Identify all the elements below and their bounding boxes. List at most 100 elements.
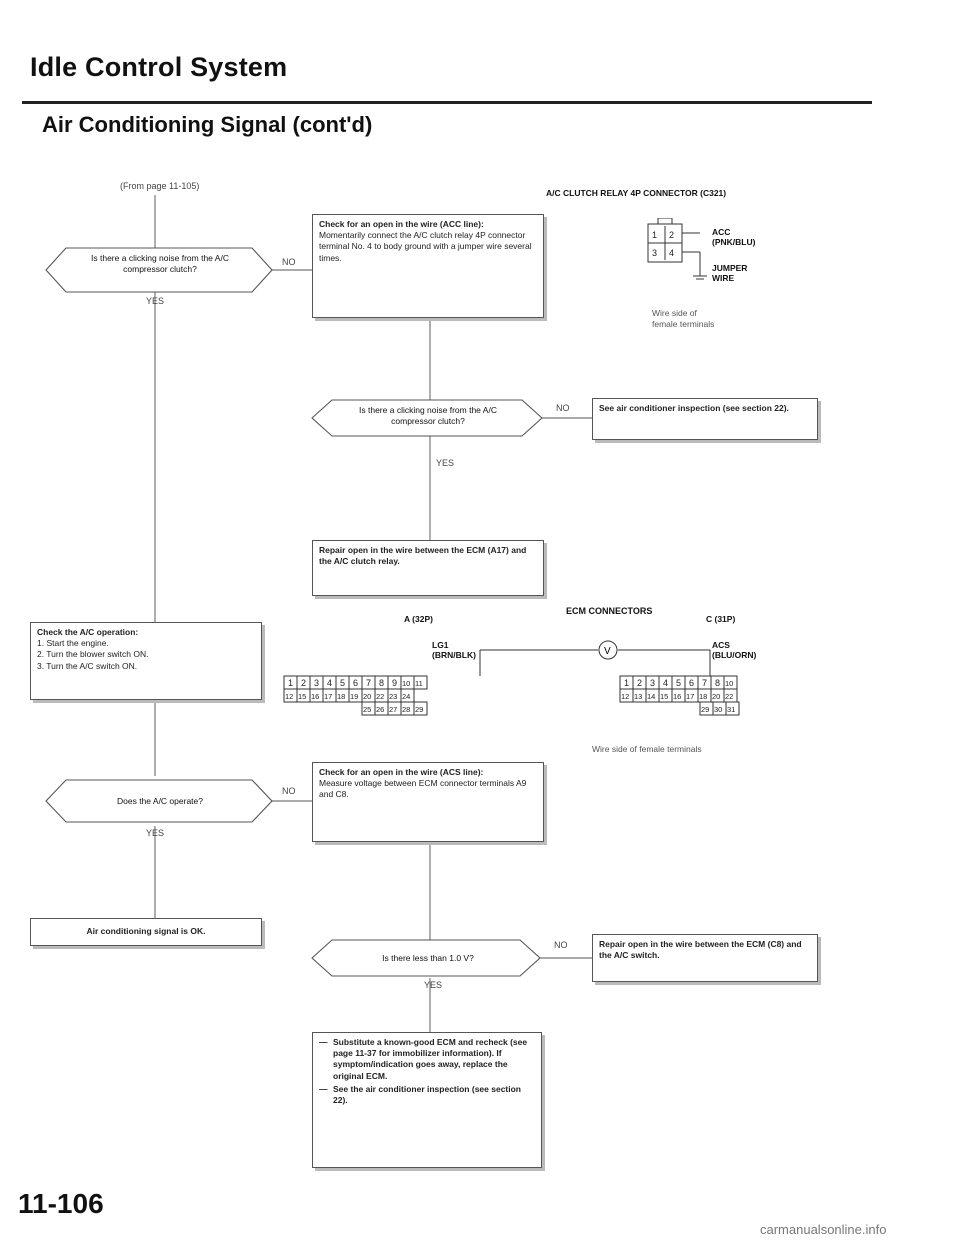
ecm-a-label-2: 2: [301, 678, 306, 688]
ecm-a-label-15: 15: [298, 692, 306, 701]
repair-c8-box: Repair open in the wire between the ECM …: [592, 934, 818, 982]
decision-q3: [45, 779, 273, 823]
q4-yes-label: YES: [424, 980, 443, 990]
ecm-a-label-16: 16: [311, 692, 319, 701]
ac-op-heading: Check the A/C operation:: [37, 627, 139, 637]
acs-line-check-box: Check for an open in the wire (ACS line)…: [312, 762, 544, 842]
ecm-a-label-25: 25: [363, 705, 371, 714]
ecm-c-label-6: 6: [689, 678, 694, 688]
q4-text: Is there less than 1.0 V?: [382, 953, 474, 963]
ecm-c-label-17: 17: [686, 692, 694, 701]
ecm-a-label-7: 7: [366, 678, 371, 688]
acs-check-body: Measure voltage between ECM connector te…: [319, 778, 527, 800]
ecm-c-label-31: 31: [727, 705, 735, 714]
acs-label: ACS (BLU/ORN): [712, 640, 757, 660]
q4-no-label: NO: [554, 940, 568, 950]
ecm-a-label-23: 23: [389, 692, 397, 701]
title-divider: [22, 101, 872, 104]
ecm-c-cell-31: [725, 701, 740, 716]
ecm-a-label-22: 22: [376, 692, 384, 701]
lg1-label: LG1 (BRN/BLK): [432, 640, 476, 660]
ecm-c-label-1: 1: [624, 678, 629, 688]
ecm-c-label-22: 22: [725, 692, 733, 701]
relay-jumper-label: JUMPER WIRE: [712, 263, 748, 283]
ecm-a-label-11: 11: [415, 679, 423, 688]
ecm-caption: Wire side of female terminals: [592, 744, 702, 754]
ecm-c-label-29: 29: [701, 705, 709, 714]
ecm-c-label-13: 13: [634, 692, 642, 701]
section-title: Air Conditioning Signal (cont'd): [42, 112, 373, 137]
ecm-c-label-20: 20: [712, 692, 720, 701]
ecm-c-label-14: 14: [647, 692, 655, 701]
ecm-a-label-10: 10: [402, 679, 410, 688]
signal-ok-box: Air conditioning signal is OK.: [30, 918, 262, 946]
ac-op-step-3: 3. Turn the A/C switch ON.: [37, 660, 138, 671]
ecm-a-cell-11: [413, 675, 428, 690]
substitute-item-1: —Substitute a known-good ECM and recheck…: [319, 1037, 528, 1081]
decision-q2: [311, 399, 543, 437]
voltmeter-symbol: V: [604, 646, 611, 657]
q3-text: Does the A/C operate?: [116, 796, 203, 806]
relay-cell-2: 2: [669, 230, 674, 240]
ecm-a-label-26: 26: [376, 705, 384, 714]
relay-cell-3: 3: [652, 248, 657, 258]
q1-yes-label: YES: [146, 296, 165, 306]
ecm-a-label-5: 5: [340, 678, 345, 688]
relay-acc-label: ACC (PNK/BLU): [712, 227, 756, 247]
acc-check-body: Momentarily connect the A/C clutch relay…: [319, 230, 532, 263]
page-title: Idle Control System: [30, 52, 288, 82]
relay-cell-1: 1: [652, 230, 657, 240]
ecm-c-label-12: 12: [621, 692, 629, 701]
q2-no-label: NO: [556, 403, 570, 413]
ecm-a-label-20: 20: [363, 692, 371, 701]
ecm-c-label: C (31P): [706, 614, 736, 624]
ecm-a-label-19: 19: [350, 692, 358, 701]
ecm-a-label-3: 3: [314, 678, 319, 688]
ecm-a-label-8: 8: [379, 678, 384, 688]
ac-op-step-2: 2. Turn the blower switch ON.: [37, 649, 149, 660]
q1-text: Is there a clicking noise from the A/C c…: [91, 253, 229, 274]
ecm-c-label-5: 5: [676, 678, 681, 688]
relay-connector-diagram: 1 2 3 4: [647, 218, 707, 280]
ecm-a-cell-29: [413, 701, 428, 716]
ecm-connectors-title: ECM CONNECTORS: [566, 606, 653, 616]
ecm-a-label-9: 9: [392, 678, 397, 688]
ecm-c-label-15: 15: [660, 692, 668, 701]
relay-caption: Wire side of female terminals: [652, 308, 715, 329]
ecm-c-label-2: 2: [637, 678, 642, 688]
ecm-c-label-30: 30: [714, 705, 722, 714]
relay-cell-4: 4: [669, 248, 674, 258]
ecm-a-label-24: 24: [402, 692, 410, 701]
ecm-a-label-12: 12: [285, 692, 293, 701]
acs-check-heading: Check for an open in the wire (ACS line)…: [319, 767, 484, 777]
ecm-a-label-28: 28: [402, 705, 410, 714]
q2-yes-label: YES: [436, 458, 455, 468]
acc-line-check-box: Check for an open in the wire (ACC line)…: [312, 214, 544, 318]
ecm-a-label-29: 29: [415, 705, 423, 714]
acc-check-heading: Check for an open in the wire (ACC line)…: [319, 219, 484, 229]
decision-q1: [45, 247, 273, 293]
ecm-a-label-1: 1: [288, 678, 293, 688]
check-ac-operation-box: Check the A/C operation: 1. Start the en…: [30, 622, 262, 700]
ecm-a-label-6: 6: [353, 678, 358, 688]
ecm-c-label-16: 16: [673, 692, 681, 701]
q3-no-label: NO: [282, 786, 296, 796]
ecm-c-label-3: 3: [650, 678, 655, 688]
ecm-c-label-8: 8: [715, 678, 720, 688]
ac-op-step-1: 1. Start the engine.: [37, 638, 109, 649]
ecm-a-label: A (32P): [404, 614, 433, 624]
repair-a17-box: Repair open in the wire between the ECM …: [312, 540, 544, 596]
watermark: carmanualsonline.info: [760, 1222, 887, 1237]
from-page-reference: (From page 11-105): [120, 181, 200, 191]
substitute-item-2: —See the air conditioner inspection (see…: [319, 1083, 521, 1106]
q2-text: Is there a clicking noise from the A/C c…: [359, 405, 497, 426]
q1-no-label: NO: [282, 257, 296, 267]
relay-connector-title: A/C CLUTCH RELAY 4P CONNECTOR (C321): [546, 188, 727, 198]
ecm-a-label-18: 18: [337, 692, 345, 701]
page-number: 11-106: [18, 1188, 104, 1219]
ecm-c-label-4: 4: [663, 678, 668, 688]
voltmeter-icon: [598, 640, 618, 660]
ecm-a-label-4: 4: [327, 678, 332, 688]
